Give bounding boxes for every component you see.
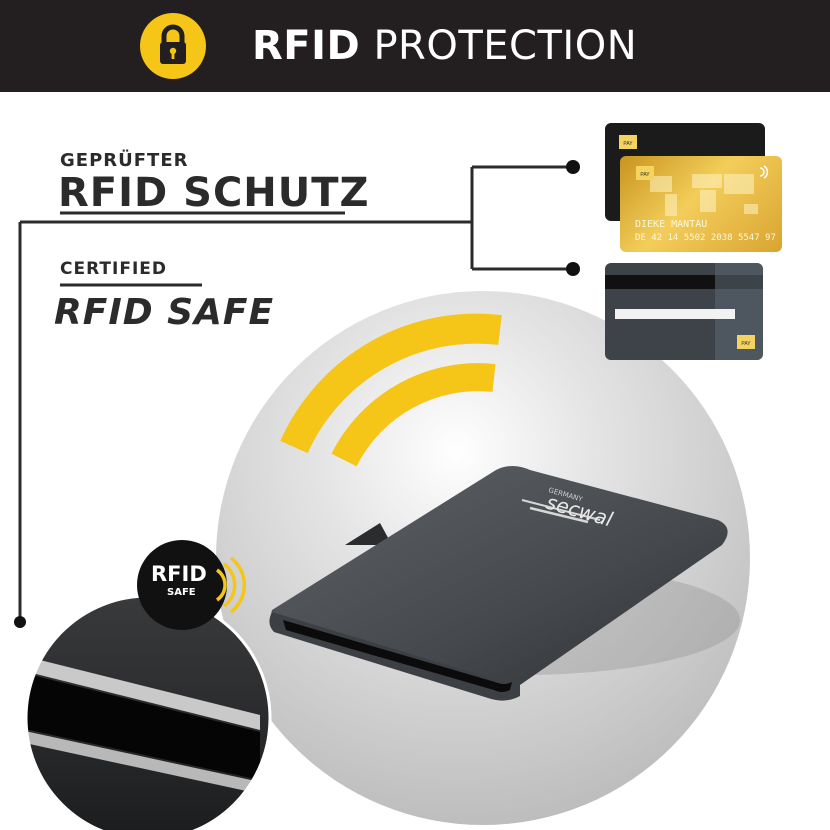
label-gepruefter: GEPRÜFTER [60,150,189,171]
banner-title-light: PROTECTION [373,23,638,69]
zoom-detail [26,596,270,830]
card-holder-name: DIEKE MANTAU [635,219,708,230]
world-map-icon [650,165,769,216]
wallet-image [269,466,728,701]
signal-waves-icon [215,556,247,614]
label-rfid-safe: RFID SAFE [54,292,275,333]
label-rfid-schutz: RFID SCHUTZ [58,170,370,216]
pay-logo: PAY [619,135,637,149]
banner-title-bold: RFID [252,23,361,69]
lock-icon [140,13,206,79]
rfid-safe-badge: RFID SAFE [137,540,247,630]
rfid-badge-label: RFID [151,562,207,586]
rfid-badge-sub: SAFE [167,587,196,598]
signal-wave-outer [280,313,502,454]
banner-title: RFID PROTECTION [252,22,637,70]
header-banner: RFID PROTECTION [0,0,830,92]
pay-logo: PAY [636,166,654,180]
card-gold: PAY DIEKE MANTAU DE 42 14 5502 2038 5547… [620,156,782,252]
card-number: DE 42 14 5502 2038 5547 97 [635,233,776,243]
pay-logo: PAY [737,335,755,349]
label-certified: CERTIFIED [60,259,167,279]
signal-wave-inner [331,363,496,467]
card-back: PAY [605,263,763,360]
